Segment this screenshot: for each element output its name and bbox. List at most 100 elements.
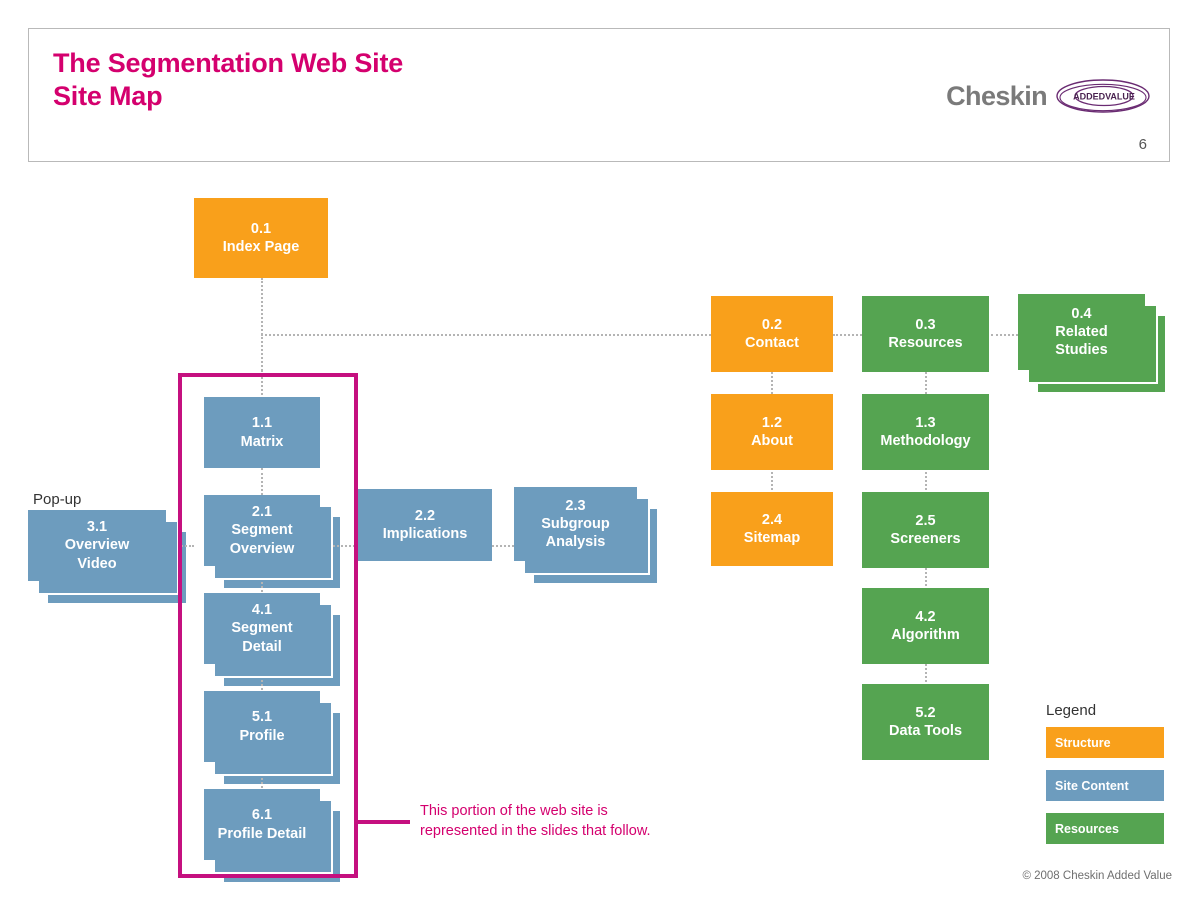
node-about[interactable]: 1.2 About [711, 394, 833, 470]
node-index-page[interactable]: 0.1 Index Page [194, 198, 328, 278]
legend-item-resources: Resources [1046, 813, 1164, 844]
node-face: 0.3 Resources [862, 296, 989, 372]
legend-item-label: Structure [1055, 735, 1111, 750]
node-profile[interactable]: 5.1 Profile [204, 691, 342, 786]
node-label: About [751, 433, 793, 449]
node-face: 2.1 Segment Overview [204, 495, 320, 566]
node-face: 2.3 Subgroup Analysis [514, 487, 637, 561]
connector-about-to-sitemap [771, 468, 773, 498]
node-subgroup-analysis[interactable]: 2.3 Subgroup Analysis [514, 487, 659, 585]
node-label: Segment Detail [231, 620, 293, 655]
node-label: Profile [239, 727, 285, 744]
node-number: 1.1 [251, 415, 273, 432]
node-screeners[interactable]: 2.5 Screeners [862, 492, 989, 568]
node-face: 5.2 Data Tools [862, 684, 989, 760]
node-face: 3.1 Overview Video [28, 510, 166, 581]
node-label: Profile Detail [217, 825, 307, 842]
added-value-logo-icon: ADDEDVALUE [1055, 77, 1151, 115]
node-face: 2.5 Screeners [862, 492, 989, 568]
node-number: 3.1 [86, 519, 108, 536]
node-segment-overview[interactable]: 2.1 Segment Overview [204, 495, 342, 590]
node-number: 5.2 [915, 704, 936, 721]
node-number: 0.3 [915, 316, 936, 333]
node-number: 1.2 [761, 414, 783, 431]
node-number: 6.1 [251, 807, 273, 824]
node-number: 2.5 [915, 512, 936, 529]
node-related-studies[interactable]: 0.4 Related Studies [1018, 294, 1167, 394]
connector-resources-to-methodology [925, 372, 927, 402]
annotation-callout: This portion of the web site is represen… [358, 802, 651, 841]
node-face: 1.2 About [711, 394, 833, 470]
node-number: 2.3 [565, 497, 586, 514]
highlight-frame [178, 373, 358, 878]
node-number: 2.1 [251, 504, 273, 521]
node-label: Subgroup Analysis [541, 515, 610, 551]
node-methodology[interactable]: 1.3 Methodology [862, 394, 989, 470]
connector-profile-to-profile-detail [261, 774, 263, 788]
connector-contact-to-resources [833, 334, 862, 336]
node-face: 2.4 Sitemap [711, 492, 833, 566]
node-label: Index Page [222, 239, 300, 255]
node-matrix[interactable]: 1.1 Matrix [204, 397, 320, 468]
node-face: 6.1 Profile Detail [204, 789, 320, 860]
brand-name: Cheskin [946, 80, 1047, 111]
connector-index-to-contact [261, 334, 711, 336]
node-face: 4.1 Segment Detail [204, 593, 320, 664]
connector-methodology-to-screeners [925, 468, 927, 498]
node-number: 4.1 [251, 602, 273, 619]
connector-algorithm-to-data-tools [925, 660, 927, 690]
annotation-leader-line [358, 819, 410, 824]
node-face: 0.4 Related Studies [1018, 294, 1145, 370]
node-data-tools[interactable]: 5.2 Data Tools [862, 684, 989, 760]
node-label: Related Studies [1055, 323, 1108, 359]
node-face: 0.1 Index Page [194, 198, 328, 278]
node-resources[interactable]: 0.3 Resources [862, 296, 989, 372]
page-number: 6 [1138, 136, 1147, 153]
legend-item-label: Resources [1055, 821, 1119, 836]
connector-column-to-matrix [261, 370, 263, 402]
node-face: 4.2 Algorithm [862, 588, 989, 664]
node-label: Sitemap [743, 530, 801, 546]
legend-title: Legend [1046, 702, 1097, 719]
node-sitemap[interactable]: 2.4 Sitemap [711, 492, 833, 566]
node-overview-video[interactable]: 3.1 Overview Video [28, 510, 188, 605]
connector-segment-detail-to-profile [261, 676, 263, 690]
legend-item-structure: Structure [1046, 727, 1164, 758]
legend-item-label: Site Content [1055, 778, 1129, 793]
node-contact[interactable]: 0.2 Contact [711, 296, 833, 372]
node-label: Contact [745, 335, 799, 351]
node-face: 1.3 Methodology [862, 394, 989, 470]
connector-implications-to-subgroup-analysis [492, 545, 514, 547]
node-profile-detail[interactable]: 6.1 Profile Detail [204, 789, 342, 884]
connector-contact-to-about [771, 372, 773, 402]
node-label: Overview Video [64, 537, 130, 572]
connector-matrix-to-segment-overview [261, 468, 263, 495]
node-label: Segment Overview [229, 522, 295, 557]
copyright-notice: © 2008 Cheskin Added Value [1022, 870, 1172, 882]
connector-resources-to-related-studies [991, 334, 1018, 336]
node-segment-detail[interactable]: 4.1 Segment Detail [204, 593, 342, 688]
node-face: 2.2 Implications [358, 489, 492, 561]
node-number: 4.2 [915, 608, 936, 625]
node-label: Methodology [880, 433, 971, 449]
brand-logo: Cheskin ADDEDVALUE [946, 77, 1151, 115]
node-number: 0.1 [250, 220, 272, 237]
node-face: 5.1 Profile [204, 691, 320, 762]
node-implications[interactable]: 2.2 Implications [358, 489, 492, 561]
legend-item-site-content: Site Content [1046, 770, 1164, 801]
node-algorithm[interactable]: 4.2 Algorithm [862, 588, 989, 664]
connector-index-to-column [261, 278, 263, 375]
node-face: 1.1 Matrix [204, 397, 320, 468]
node-label: Algorithm [891, 627, 960, 643]
node-number: 5.1 [251, 709, 273, 726]
node-number: 0.4 [1071, 305, 1092, 322]
connector-segment-overview-to-implications [330, 545, 358, 547]
header-panel: The Segmentation Web Site Site Map Chesk… [28, 28, 1170, 162]
annotation-text: This portion of the web site is represen… [420, 803, 651, 839]
node-number: 1.3 [915, 414, 936, 431]
legend: Legend Structure Site Content Resources [1046, 702, 1166, 856]
node-label: Resources [888, 335, 963, 351]
connector-segment-overview-to-segment-detail [261, 578, 263, 592]
node-number: 2.4 [761, 511, 783, 528]
